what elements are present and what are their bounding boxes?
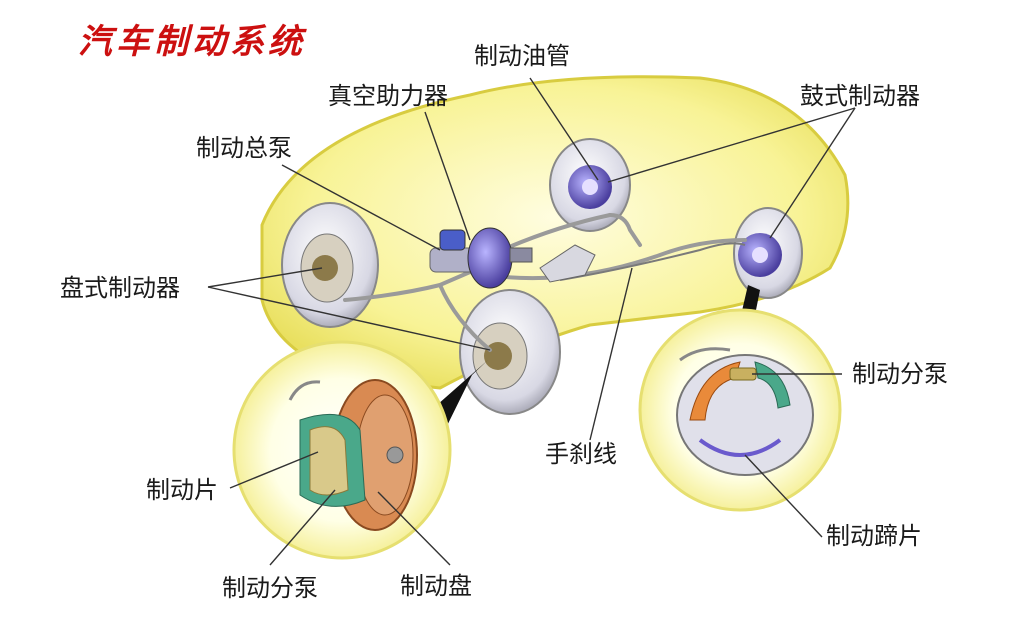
handbrake-lever [539, 244, 596, 283]
label-handbrake-cable: 手刹线 [545, 440, 617, 468]
label-master-cylinder: 制动总泵 [196, 134, 292, 162]
wheel-front-left [281, 202, 379, 328]
leader-lines [207, 77, 856, 566]
wheel-rear-left [549, 138, 631, 232]
label-brake-pipe: 制动油管 [474, 42, 570, 70]
label-wheel-cylinder-disc: 制动分泵 [222, 574, 318, 602]
label-brake-shoe: 制动蹄片 [826, 522, 922, 550]
disc-brake-inset [232, 340, 488, 560]
label-vacuum-booster: 真空助力器 [328, 82, 448, 110]
label-brake-disc: 制动盘 [400, 572, 472, 600]
wheel-front-right [459, 289, 561, 415]
master-cylinder-assembly [429, 227, 533, 289]
label-wheel-cylinder-drum: 制动分泵 [852, 360, 948, 388]
label-brake-pad: 制动片 [146, 476, 218, 504]
wheel-rear-right [733, 207, 803, 299]
drum-brake-inset [638, 285, 842, 512]
page-title: 汽车制动系统 [78, 22, 306, 62]
label-drum-brake: 鼓式制动器 [800, 82, 920, 110]
handbrake-cable-line [559, 242, 746, 281]
label-disc-brake: 盘式制动器 [60, 274, 180, 302]
